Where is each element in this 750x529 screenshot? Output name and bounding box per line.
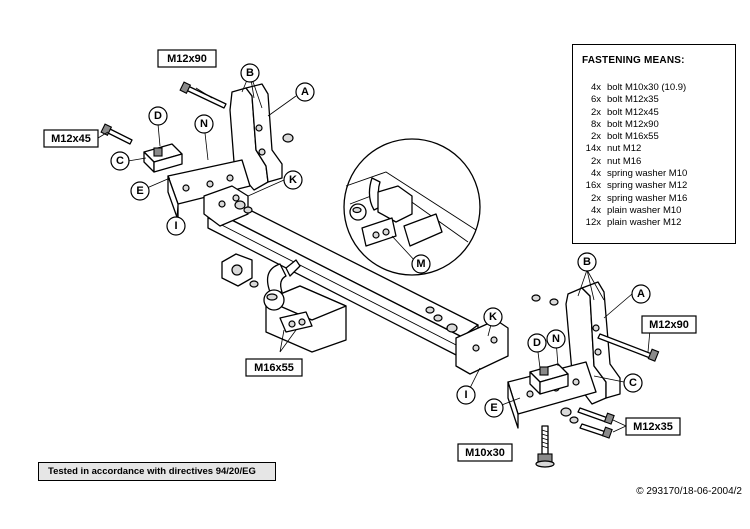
fastening-means-legend: FASTENING MEANS: 4x bolt M10x30 (10.9) 6x b… (572, 44, 736, 244)
legend-item-qty: 14x (585, 143, 601, 155)
legend-item-desc: plain washer M12 (607, 217, 682, 229)
legend-item: 2x bolt M12x45 (581, 107, 687, 119)
svg-text:D: D (154, 110, 162, 122)
size-label-m12x90-right: M12x90 (641, 315, 697, 334)
legend-item-qty: 2x (590, 192, 601, 204)
legend-item-qty: 2x (590, 131, 601, 143)
size-label-m16x55: M16x55 (245, 358, 303, 377)
right-spacer-block (529, 363, 569, 395)
callout-right-a: A (631, 284, 651, 304)
svg-text:B: B (583, 256, 591, 268)
legend-item: 4x bolt M10x30 (10.9) (581, 82, 687, 94)
legend-item-qty: 8x (590, 118, 601, 130)
svg-text:A: A (637, 288, 645, 300)
svg-text:K: K (489, 311, 497, 323)
svg-text:E: E (136, 185, 143, 197)
callout-left-d: D (148, 106, 168, 126)
svg-text:M16x55: M16x55 (254, 362, 294, 374)
callout-right-e: E (484, 398, 504, 418)
legend-item-qty: 2x (590, 106, 601, 118)
legend-item: 16x spring washer M12 (581, 180, 688, 192)
copyright-reference: © 293170/18-06-2004/2 (636, 486, 742, 497)
bolts (100, 81, 660, 468)
svg-text:M12x45: M12x45 (51, 133, 91, 145)
svg-text:D: D (533, 337, 541, 349)
callout-right-n: N (546, 329, 566, 349)
legend-item: 8x bolt M12x90 (581, 119, 687, 131)
callout-left-i: I (166, 216, 186, 236)
legend-item-desc: nut M12 (607, 143, 642, 155)
legend-item-desc: plain washer M10 (607, 204, 682, 216)
callout-right-c: C (623, 373, 643, 393)
legend-item-desc: bolt M12x35 (607, 94, 659, 106)
callout-right-b: B (577, 252, 597, 272)
svg-text:I: I (464, 389, 467, 401)
callout-right-d: D (527, 333, 547, 353)
legend-item: 4x spring washer M10 (581, 168, 687, 180)
legend-item: 14x nut M12 (581, 143, 687, 155)
legend-item-desc: bolt M12x90 (607, 118, 659, 130)
legend-item-desc: bolt M10x30 (10.9) (607, 82, 687, 93)
left-mounting-plate (167, 159, 251, 221)
svg-text:M12x90: M12x90 (167, 53, 207, 65)
svg-text:B: B (246, 67, 254, 79)
size-label-m12x90-left: M12x90 (157, 49, 217, 68)
legend-item-qty: 6x (590, 94, 601, 106)
legend-item-qty: 16x (585, 180, 601, 192)
svg-text:C: C (629, 377, 637, 389)
callout-right-i: I (456, 385, 476, 405)
callout-left-n: N (194, 114, 214, 134)
legend-item-desc: spring washer M16 (607, 192, 688, 204)
svg-text:K: K (289, 174, 297, 186)
legend-title: FASTENING MEANS: (582, 55, 685, 66)
legend-item: 6x bolt M12x35 (581, 94, 687, 106)
legend-item-qty: 4x (590, 168, 601, 180)
legend-list: 4x bolt M10x30 (10.9) 6x bolt M12x35 2x bolt … (581, 82, 688, 230)
legend-item-qty: 2x (590, 155, 601, 167)
size-label-m10x30: M10x30 (457, 443, 513, 462)
legend-item-desc: bolt M12x45 (607, 106, 659, 118)
callout-left-e: E (130, 181, 150, 201)
svg-text:I: I (174, 220, 177, 232)
legend-item: 2x bolt M16x55 (581, 131, 687, 143)
callout-right-k: K (483, 307, 503, 327)
svg-text:M10x30: M10x30 (465, 447, 505, 459)
detail-magnifier (343, 138, 481, 276)
svg-text:M12x35: M12x35 (633, 421, 673, 433)
callout-left-k: K (283, 170, 303, 190)
legend-item-desc: spring washer M12 (607, 180, 688, 192)
callout-detail-m: M (411, 254, 431, 274)
callout-left-c: C (110, 151, 130, 171)
svg-text:M: M (416, 258, 425, 270)
svg-text:C: C (116, 155, 124, 167)
tow-ball-assembly (263, 259, 347, 353)
svg-text:N: N (200, 118, 208, 130)
legend-item: 2x spring washer M16 (581, 193, 687, 205)
svg-text:M12x90: M12x90 (649, 319, 689, 331)
svg-text:E: E (490, 402, 497, 414)
legend-item: 2x nut M16 (581, 156, 687, 168)
legend-item: 12x plain washer M12 (581, 217, 687, 229)
legend-item-desc: nut M16 (607, 155, 642, 167)
svg-text:A: A (301, 86, 309, 98)
legend-item: 4x plain washer M10 (581, 205, 687, 217)
left-beam-end-plate (203, 185, 249, 227)
legend-item-desc: bolt M16x55 (607, 131, 659, 143)
callout-left-a: A (295, 82, 315, 102)
callout-left-b: B (240, 63, 260, 83)
svg-text:N: N (552, 333, 560, 345)
test-directive-note: Tested in accordance with directives 94/… (38, 462, 276, 481)
size-label-m12x45: M12x45 (43, 129, 99, 148)
nuts-and-washers (234, 133, 579, 424)
legend-item-qty: 12x (585, 217, 601, 229)
size-label-m12x35: M12x35 (625, 417, 681, 436)
legend-item-desc: spring washer M10 (607, 168, 688, 180)
left-spacer-block (143, 143, 183, 173)
legend-item-qty: 4x (590, 82, 601, 93)
legend-item-qty: 4x (590, 204, 601, 216)
socket-plate (221, 253, 253, 287)
